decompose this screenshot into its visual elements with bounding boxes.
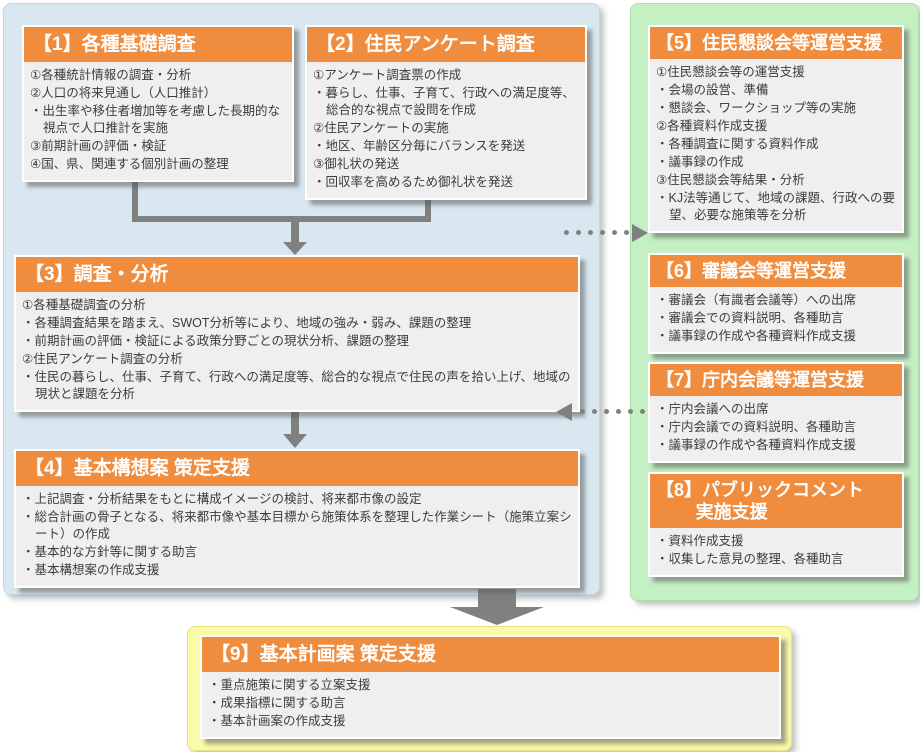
box-8-header: 【8】パブリックコメント 実施支援 <box>650 474 902 528</box>
box-9-basic-plan-support: 【9】基本計画案 策定支援 ・重点施策に関する立案支援 ・成果指標に関する助言 … <box>200 635 781 739</box>
big-down-arrow-head-icon <box>450 607 544 625</box>
box-3-survey-analysis: 【3】調査・分析 ①各種基礎調査の分析 ・各種調査結果を踏まえ、SWOT分析等に… <box>14 255 580 412</box>
box-9-body: ・重点施策に関する立案支援 ・成果指標に関する助言 ・基本計画案の作成支援 <box>202 672 779 737</box>
list-item: ②住民アンケートの実施 <box>313 121 449 135</box>
list-item: ・KJ法等通じて、地域の課題、行政への要望、必要な施策等を分析 <box>656 191 895 222</box>
box-2-body: ①アンケート調査票の作成 ・暮らし、仕事、子育て、行政への満足度等、総合的な視点… <box>307 62 585 198</box>
list-item: ・審議会での資料説明、各種助言 <box>656 311 844 325</box>
box-8-header-line2: 実施支援 <box>695 502 768 522</box>
box-5-body: ①住民懇談会等の運営支援 ・会場の設営、準備 ・懇談会、ワークショップ等の実施 … <box>650 59 902 231</box>
connector-line-from-box1 <box>132 175 138 222</box>
list-item: ・基本構想案の作成支援 <box>22 563 160 577</box>
list-item: ②各種資料作成支援 <box>656 119 768 133</box>
box-1-basic-surveys: 【1】各種基礎調査 ①各種統計情報の調査・分析 ②人口の将来見通し（人口推計） … <box>22 25 294 182</box>
dotted-arrow-left-dot <box>628 409 633 414</box>
list-item: ・庁内会議への出席 <box>656 402 769 416</box>
list-item: ・暮らし、仕事、子育て、行政への満足度等、総合的な視点で設問を作成 <box>313 86 575 117</box>
list-item: ・基本的な方針等に関する助言 <box>22 545 198 559</box>
list-item: ③住民懇談会等結果・分析 <box>656 173 805 187</box>
arrow-box3-to-box4-head-icon <box>283 434 307 448</box>
list-item: ・各種調査に関する資料作成 <box>656 137 819 151</box>
dotted-arrow-right-head-icon <box>632 224 648 242</box>
dotted-arrow-right-dot <box>564 230 569 235</box>
dotted-arrow-right-dot <box>588 230 593 235</box>
box-5-community-meeting-support: 【5】住民懇談会等運営支援 ①住民懇談会等の運営支援 ・会場の設営、準備 ・懇談… <box>648 25 904 233</box>
list-item: ・議事録の作成や各種資料作成支援 <box>656 329 857 343</box>
box-2-header: 【2】住民アンケート調査 <box>307 27 585 62</box>
box-1-header: 【1】各種基礎調査 <box>24 27 292 62</box>
list-item: ・成果指標に関する助言 <box>208 696 346 710</box>
box-7-body: ・庁内会議への出席 ・庁内会議での資料説明、各種助言 ・議事録の作成や各種資料作… <box>650 396 902 461</box>
list-item: ・議事録の作成 <box>656 155 744 169</box>
list-item: ④国、県、関連する個別計画の整理 <box>30 157 229 171</box>
box-6-header: 【6】審議会等運営支援 <box>650 255 902 287</box>
list-item: ・総合計画の骨子となる、将来都市像や基本目標から施策体系を整理した作業シート（施… <box>22 510 572 541</box>
box-8-body: ・資料作成支援 ・収集した意見の整理、各種助言 <box>650 528 902 575</box>
list-item: ・基本計画案の作成支援 <box>208 714 346 728</box>
box-4-header: 【4】基本構想案 策定支援 <box>16 451 578 486</box>
box-1-body: ①各種統計情報の調査・分析 ②人口の将来見通し（人口推計） ・出生率や移住者増加… <box>24 62 292 180</box>
box-4-body: ・上記調査・分析結果をもとに構成イメージの検討、将来都市像の設定 ・総合計画の骨… <box>16 486 578 586</box>
list-item: ②住民アンケート調査の分析 <box>22 352 183 366</box>
list-item: ・懇談会、ワークショップ等の実施 <box>656 101 857 115</box>
box-3-header: 【3】調査・分析 <box>16 257 578 292</box>
dotted-arrow-left-dot <box>616 409 621 414</box>
list-item: ①住民懇談会等の運営支援 <box>656 65 805 79</box>
connector-merge-bar <box>132 216 431 222</box>
list-item: ・資料作成支援 <box>656 534 744 548</box>
box-5-header: 【5】住民懇談会等運営支援 <box>650 27 902 59</box>
box-3-body: ①各種基礎調査の分析 ・各種調査結果を踏まえ、SWOT分析等により、地域の強み・… <box>16 292 578 410</box>
list-item: ・上記調査・分析結果をもとに構成イメージの検討、将来都市像の設定 <box>22 492 422 506</box>
arrow-to-box3-stem <box>291 216 299 242</box>
box-6-council-support: 【6】審議会等運営支援 ・審議会（有識者会議等）への出席 ・審議会での資料説明、… <box>648 253 904 354</box>
box-4-basic-concept-support: 【4】基本構想案 策定支援 ・上記調査・分析結果をもとに構成イメージの検討、将来… <box>14 449 580 588</box>
list-item: ③御礼状の発送 <box>313 157 400 171</box>
box-8-public-comment-support: 【8】パブリックコメント 実施支援 ・資料作成支援 ・収集した意見の整理、各種助… <box>648 472 904 577</box>
dotted-arrow-left-dot <box>580 409 585 414</box>
list-item: ・前期計画の評価・検証による政策分野ごとの現状分析、課題の整理 <box>22 334 410 348</box>
box-7-header: 【7】庁内会議等運営支援 <box>650 364 902 396</box>
dotted-arrow-left-dot <box>592 409 597 414</box>
dotted-arrow-right-dot <box>612 230 617 235</box>
list-item: ・収集した意見の整理、各種助言 <box>656 552 844 566</box>
list-item: ・議事録の作成や各種資料作成支援 <box>656 438 857 452</box>
list-item: ・地区、年齢区分毎にバランスを発送 <box>313 139 526 153</box>
box-9-header: 【9】基本計画案 策定支援 <box>202 637 779 672</box>
box-7-internal-meeting-support: 【7】庁内会議等運営支援 ・庁内会議への出席 ・庁内会議での資料説明、各種助言 … <box>648 362 904 463</box>
dotted-arrow-right-dot <box>576 230 581 235</box>
dotted-arrow-left-dot <box>604 409 609 414</box>
list-item: ・出生率や移住者増加等を考慮した長期的な視点で人口推計を実施 <box>30 104 281 135</box>
box-2-resident-questionnaire: 【2】住民アンケート調査 ①アンケート調査票の作成 ・暮らし、仕事、子育て、行政… <box>305 25 587 200</box>
list-item: ・各種調査結果を踏まえ、SWOT分析等により、地域の強み・弱み、課題の整理 <box>22 316 472 330</box>
list-item: ①各種統計情報の調査・分析 <box>30 68 192 82</box>
dotted-arrow-right-dot <box>624 230 629 235</box>
arrow-box3-to-box4-stem <box>291 406 299 434</box>
list-item: ・回収率を高めるため御礼状を発送 <box>313 175 514 189</box>
arrow-to-box3-head-icon <box>283 242 307 255</box>
list-item: ①各種基礎調査の分析 <box>22 298 146 312</box>
big-down-arrow-stem <box>478 589 516 607</box>
list-item: ②人口の将来見通し（人口推計） <box>30 86 217 100</box>
list-item: ・会場の設営、準備 <box>656 83 769 97</box>
dotted-arrow-right-dot <box>600 230 605 235</box>
list-item: ・庁内会議での資料説明、各種助言 <box>656 420 857 434</box>
list-item: ・審議会（有識者会議等）への出席 <box>656 293 857 307</box>
box-8-header-line1: 【8】パブリックコメント <box>656 480 865 500</box>
dotted-arrow-left-dot <box>640 409 645 414</box>
list-item: ①アンケート調査票の作成 <box>313 68 462 82</box>
list-item: ・住民の暮らし、仕事、子育て、行政への満足度等、総合的な視点で住民の声を拾い上げ… <box>22 370 571 401</box>
dotted-arrow-left-head-icon <box>556 403 572 421</box>
list-item: ・重点施策に関する立案支援 <box>208 678 371 692</box>
list-item: ③前期計画の評価・検証 <box>30 139 167 153</box>
box-6-body: ・審議会（有識者会議等）への出席 ・審議会での資料説明、各種助言 ・議事録の作成… <box>650 287 902 352</box>
